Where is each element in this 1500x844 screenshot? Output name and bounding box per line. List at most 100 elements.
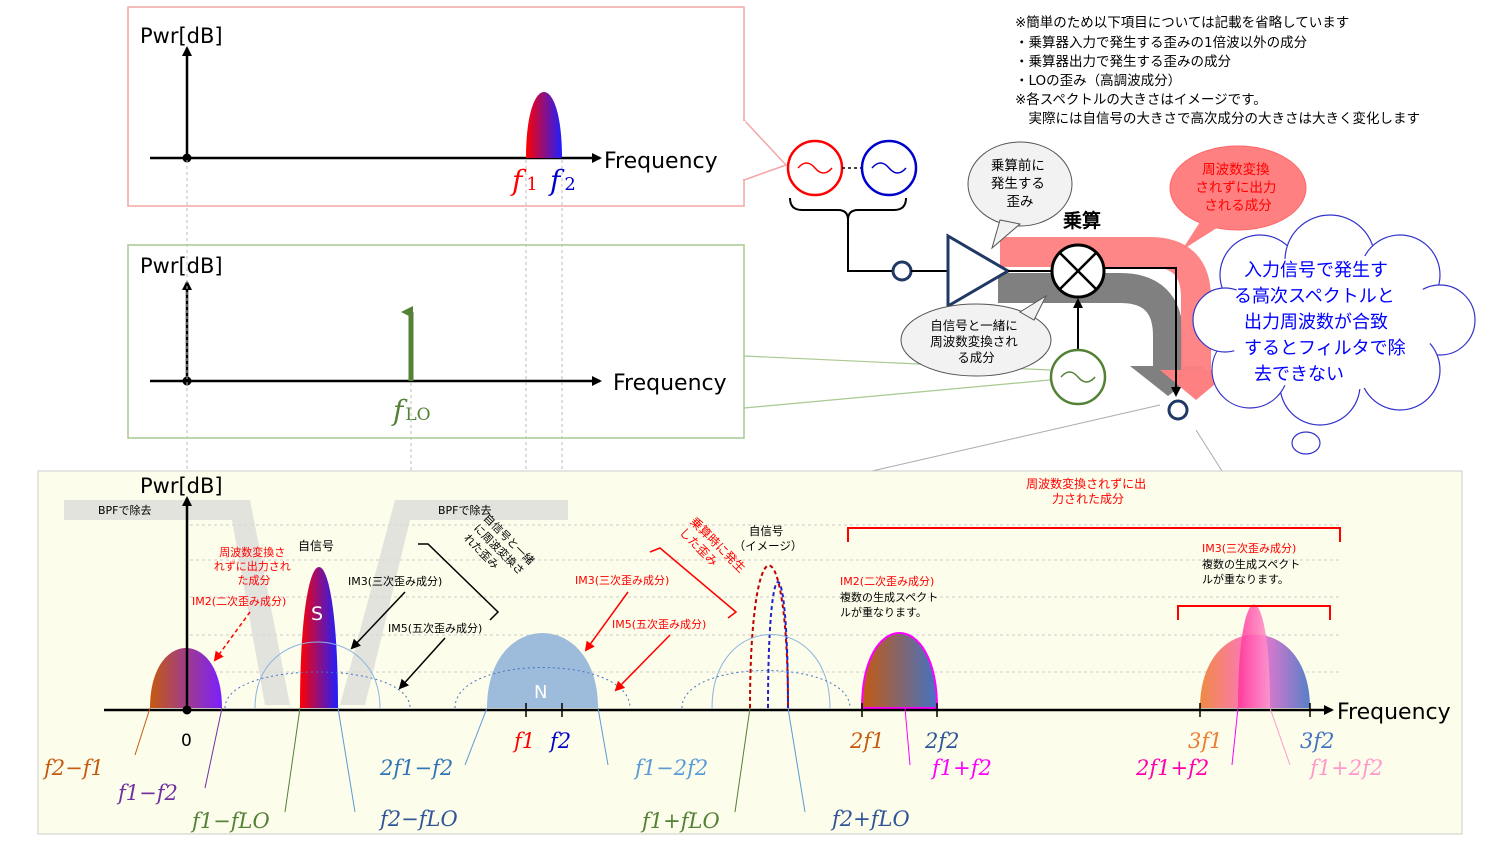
bubble-pre-distortion [967, 141, 1073, 227]
note-line: ※各スペクトルの大きさはイメージです。 [1015, 92, 1267, 108]
label-unconv-top: 周波数変換されずに出 [1026, 476, 1146, 491]
tick-f1: f1 [512, 729, 535, 753]
cloud-line: 入力信号で発生す [1244, 260, 1388, 281]
input-port-icon [891, 260, 913, 282]
bpf-right-label: BPFで除去 [438, 503, 492, 517]
top-xlabel: Frequency [604, 149, 718, 174]
note-line: ・乗算器入力で発生する歪みの1倍波以外の成分 [1015, 35, 1307, 51]
thought-cloud [1192, 214, 1476, 516]
lo-flo-sub: LO [405, 405, 430, 425]
tick-zero: 0 [181, 731, 192, 751]
tick-2f1-plus-f2: 2f1+f2 [1135, 756, 1209, 780]
label-im3-right: IM3(三次歪み成分) [1202, 541, 1296, 555]
bubble-converted [900, 303, 1052, 377]
tick-2f2: 2f2 [924, 729, 960, 753]
label-unconv-small: 周波数変換さ [219, 545, 285, 559]
bubble-unconv-line: される成分 [1204, 198, 1272, 214]
label-im2-right: IM2(二次歪み成分) [840, 574, 934, 588]
bottom-ylabel: Pwr[dB] [140, 474, 223, 498]
tick-f2-plus-flo: f2+fLO [830, 807, 910, 831]
cloud-line: するとフィルタで除 [1244, 338, 1406, 359]
label-im3-black: IM3(三次歪み成分) [348, 574, 442, 588]
label-im3-right: ルが重なります。 [1202, 572, 1289, 586]
svg-text:周波数変換さ れずに出力され た成分: 周波数変換さ れずに出力され た成分 [214, 545, 295, 587]
note-line: 実際には自信号の大きさで高次成分の大きさは大きく変化します [1015, 110, 1420, 127]
svg-text:乗算前に 発生する 歪み: 乗算前に 発生する 歪み [991, 157, 1049, 210]
tick-3f1: 3f1 [1188, 729, 1223, 753]
note-line: ・乗算器出力で発生する歪みの成分 [1015, 54, 1231, 70]
svg-text:複数の生成スペクト ルが重なります。: 複数の生成スペクト ルが重なります。 [840, 590, 942, 619]
label-N: N [534, 682, 547, 703]
label-unconv-small: た成分 [238, 574, 271, 587]
cloud-line: る高次スペクトルと [1234, 286, 1395, 307]
label-S: S [311, 603, 323, 625]
label-im2-right: ルが重なります。 [840, 605, 927, 619]
svg-text:周波数変換 されずに出力 される成分: 周波数変換 されずに出力 される成分 [1195, 161, 1280, 214]
tick-f2: f2 [548, 729, 571, 753]
label-im3-right: 複数の生成スペクト [1202, 557, 1300, 571]
label-im2-small: IM2(二次歪み成分) [192, 594, 286, 608]
noise-N-peak [487, 633, 598, 708]
label-unconv-small: れずに出力され [214, 559, 291, 573]
svg-text:周波数変換されずに出 力された成分: 周波数変換されずに出 力された成分 [1026, 476, 1150, 506]
svg-text:IM3(三次歪み成分): IM3(三次歪み成分) [1202, 541, 1296, 555]
bubble-unconverted [1169, 145, 1307, 231]
self-signal-S-peak [300, 567, 338, 708]
tick-f2-minus-f1: f2−f1 [42, 756, 104, 780]
cloud-line: 出力周波数が合致 [1244, 312, 1388, 333]
tick-f1-plus-f2: f1+f2 [930, 756, 992, 780]
bpf-left-shape [64, 500, 290, 705]
label-im2-right: 複数の生成スペクト [840, 590, 938, 604]
bubble-conv-line: 周波数変換され [930, 334, 1018, 349]
notes-block: ※簡単のため以下項目については記載を省略しています ・乗算器入力で発生する歪みの… [1015, 14, 1420, 127]
lo-ylabel: Pwr[dB] [140, 254, 223, 278]
svg-text:IM2(二次歪み成分): IM2(二次歪み成分) [840, 574, 934, 588]
bpf-right-shape [340, 500, 568, 705]
tick-f1-minus-flo: f1−fLO [190, 809, 270, 833]
note-line: ・LOの歪み（高調波成分） [1015, 72, 1181, 89]
svg-text:入力信号で発生す る高次スペクトルと: 入力信号で発生す る高次スペクトルと 出力周波数が合致 するとフィルタで除 去で… [1234, 260, 1411, 385]
cloud-line: 去できない [1254, 364, 1344, 385]
tick-f1-plus-2f2: f1+2f2 [1308, 756, 1383, 780]
label-im5-black: IM5(五次歪み成分) [388, 621, 482, 635]
output-port-icon [1167, 399, 1189, 421]
top-f2-sub: 2 [564, 174, 575, 195]
lo-xlabel: Frequency [613, 371, 727, 396]
im2-high-peak [860, 632, 939, 709]
mixer-label: 乗算 [1063, 209, 1101, 232]
label-self-signal: 自信号 [298, 539, 334, 553]
label-unconv-top: 力された成分 [1052, 492, 1124, 506]
bubble-unconv-line: 周波数変換 [1202, 161, 1270, 178]
tick-2f1: 2f1 [849, 729, 885, 753]
tick-f1-minus-f2: f1−f2 [116, 781, 178, 805]
block-diagram: 乗算 乗算前に 発生する 歪み 周波数変換 されずに出力 される成分 自信号と一… [786, 139, 1476, 516]
top-f1-sub: 1 [526, 174, 537, 195]
label-im5-red: IM5(五次歪み成分) [612, 617, 706, 631]
image-peak [749, 564, 789, 709]
label-im3-red: IM3(三次歪み成分) [575, 573, 669, 587]
bubble-conv-line: 自信号と一緒に [930, 318, 1018, 333]
bubble-pre-line: 乗算前に [991, 157, 1045, 174]
tick-2f1-minus-f2: 2f1−f2 [379, 756, 453, 780]
bubble-pre-line: 歪み [1007, 194, 1034, 210]
bottom-xlabel: Frequency [1337, 700, 1451, 725]
top-ylabel: Pwr[dB] [140, 24, 223, 48]
amplifier-icon [946, 233, 1011, 309]
bubble-conv-line: る成分 [957, 350, 995, 365]
tick-f2-minus-flo: f2−fLO [378, 807, 458, 831]
top-signal-peak [526, 92, 562, 158]
bpf-left-label: BPFで除去 [98, 503, 152, 517]
svg-text:自信号 （イメージ）: 自信号 （イメージ） [734, 524, 803, 553]
bubble-unconv-line: されずに出力 [1195, 180, 1276, 196]
bottom-spectrum-panel: BPFで除去 BPFで除去 Pwr[dB] S N Frequency 0 [37, 470, 1463, 835]
svg-text:自信号と一緒に 周波数変換され る成: 自信号と一緒に 周波数変換され る成分 [930, 318, 1022, 365]
svg-text:複数の生成スペクト ルが重なります。: 複数の生成スペクト ルが重なります。 [1202, 557, 1304, 586]
tick-f1-plus-flo: f1+fLO [640, 809, 720, 833]
bubble-pre-line: 発生する [991, 176, 1045, 192]
tick-f1-minus-2f2: f1−2f2 [633, 756, 708, 780]
note-line: ※簡単のため以下項目については記載を省略しています [1015, 14, 1349, 31]
label-image: 自信号 [749, 524, 784, 538]
